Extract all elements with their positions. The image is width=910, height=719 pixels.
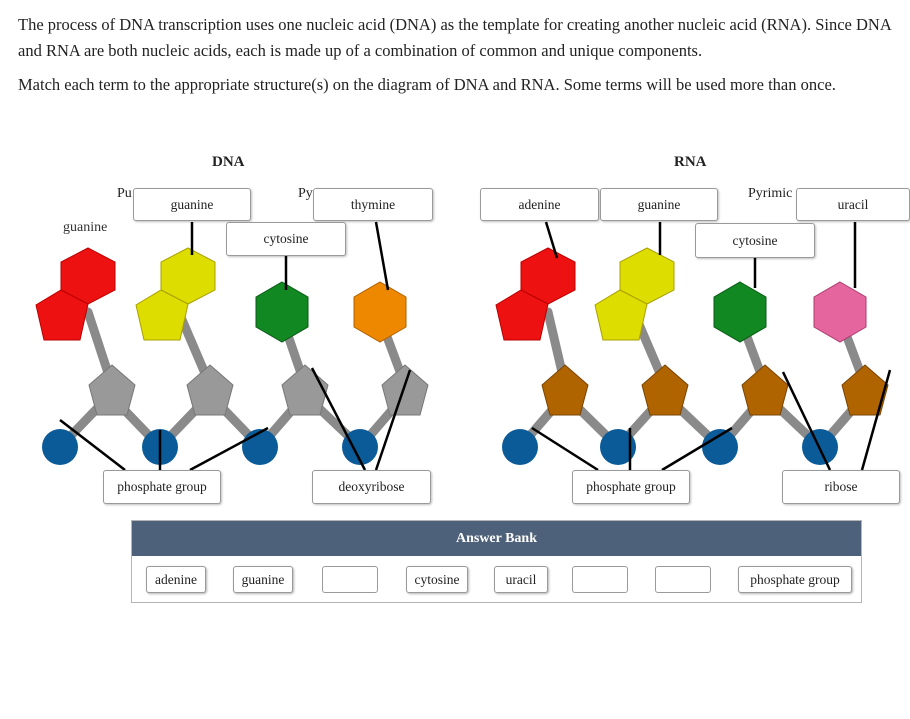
dna-phosphate-1 (42, 429, 78, 465)
bank-chip-guanine[interactable]: guanine (233, 566, 293, 593)
dna-rna-diagram (35, 221, 892, 472)
answer-bank: Answer Bank adenine guanine cytosine ura… (131, 520, 862, 603)
rna-phosphate-drop[interactable]: phosphate group (572, 470, 690, 504)
dna-guanine-drop[interactable]: guanine (133, 188, 251, 221)
rna-sugar-1 (541, 364, 589, 416)
bank-chip-adenine[interactable]: adenine (146, 566, 206, 593)
rna-phosphate-2 (600, 429, 636, 465)
dna-sugar-2 (186, 364, 234, 416)
rna-sugar-drop[interactable]: ribose (782, 470, 900, 504)
rna-cytosine-base (713, 281, 767, 343)
rna-sugar-4 (841, 364, 889, 416)
unplaced-guanine-label: guanine (63, 220, 108, 235)
rna-adenine-base (495, 247, 576, 341)
rna-phosphate-1 (502, 429, 538, 465)
purine-label-fragment: Pu (117, 186, 132, 201)
bank-empty-slot-3[interactable] (655, 566, 711, 593)
dna-guanine-base-2 (135, 247, 216, 341)
rna-sugar-3 (741, 364, 789, 416)
leader-lines (59, 221, 892, 472)
dna-phosphate-3 (242, 429, 278, 465)
pyrimidine-label-fragment: Py (298, 186, 313, 201)
dna-thymine-base (353, 281, 407, 343)
dna-sugar-drop[interactable]: deoxyribose (312, 470, 431, 504)
instructions-paragraph-1: The process of DNA transcription uses on… (18, 15, 891, 60)
answer-bank-title: Answer Bank (132, 521, 861, 556)
rna-uracil-base (813, 281, 867, 343)
dna-sugar-4 (381, 364, 429, 416)
bank-chip-cytosine[interactable]: cytosine (406, 566, 468, 593)
rna-phosphate-3 (702, 429, 738, 465)
bank-chip-phosphate-group[interactable]: phosphate group (738, 566, 852, 593)
instructions-paragraph-2: Match each term to the appropriate struc… (18, 75, 836, 94)
rna-guanine-drop[interactable]: guanine (600, 188, 718, 221)
dna-heading: DNA (212, 154, 245, 170)
dna-cytosine-drop[interactable]: cytosine (226, 222, 346, 256)
dna-cytosine-base (255, 281, 309, 343)
bank-chip-uracil[interactable]: uracil (494, 566, 548, 593)
rna-cytosine-drop[interactable]: cytosine (695, 223, 815, 258)
rna-sugar-2 (641, 364, 689, 416)
bank-empty-slot-1[interactable] (322, 566, 378, 593)
rna-heading: RNA (674, 154, 707, 170)
rna-uracil-drop[interactable]: uracil (796, 188, 910, 221)
rna-adenine-drop[interactable]: adenine (480, 188, 599, 221)
dna-thymine-drop[interactable]: thymine (313, 188, 433, 221)
dna-sugar-3 (281, 364, 329, 416)
rna-guanine-base (594, 247, 675, 341)
dna-sugar-1 (88, 364, 136, 416)
bank-empty-slot-2[interactable] (572, 566, 628, 593)
dna-phosphate-drop[interactable]: phosphate group (103, 470, 221, 504)
instructions: The process of DNA transcription uses on… (18, 12, 898, 106)
rna-pyrimidine-label-fragment: Pyrimic (748, 186, 793, 201)
dna-guanine-base-1 (35, 247, 116, 341)
dna-phosphate-4 (342, 429, 378, 465)
